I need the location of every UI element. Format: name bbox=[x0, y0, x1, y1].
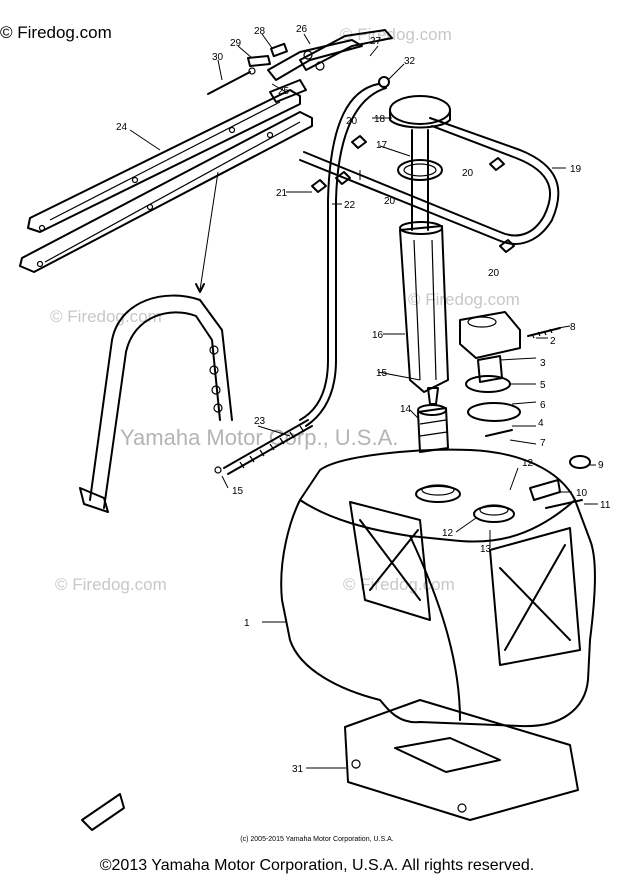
watermark-yamaha: Yamaha Motor Corp., U.S.A. bbox=[120, 425, 398, 450]
callout-16: 16 bbox=[372, 330, 384, 341]
callout-18: 18 bbox=[374, 114, 386, 125]
leader-lines bbox=[129, 33, 598, 769]
diagram-copyright: (c) 2005-2015 Yamaha Motor Corporation, … bbox=[240, 836, 394, 843]
callout-20b: 20 bbox=[462, 168, 474, 179]
seat-strap-frame bbox=[79, 171, 233, 513]
part-22-hose bbox=[299, 83, 387, 427]
rail-hardware bbox=[207, 29, 393, 103]
part-19-vent-tube bbox=[299, 117, 560, 245]
callout-15b: 15 bbox=[232, 486, 244, 497]
watermark: © Firedog.com bbox=[408, 290, 520, 309]
callout-20: 20 bbox=[346, 116, 358, 127]
callout-29: 29 bbox=[230, 38, 242, 49]
callout-1: 1 bbox=[244, 618, 250, 629]
callout-3: 3 bbox=[540, 358, 546, 369]
callout-20c: 20 bbox=[384, 196, 396, 207]
callout-12: 12 bbox=[522, 458, 534, 469]
callout-7: 7 bbox=[540, 438, 546, 449]
callout-9: 9 bbox=[598, 460, 604, 471]
part-20-clips bbox=[311, 135, 515, 253]
callout-20d: 20 bbox=[488, 268, 500, 279]
callout-21: 21 bbox=[276, 188, 288, 199]
callout-32: 32 bbox=[404, 56, 416, 67]
callout-26: 26 bbox=[296, 24, 308, 35]
callout-22: 22 bbox=[344, 200, 356, 211]
callout-12b: 12 bbox=[442, 528, 454, 539]
callout-13: 13 bbox=[480, 544, 492, 555]
callout-14: 14 bbox=[400, 404, 412, 415]
callout-28: 28 bbox=[254, 26, 266, 37]
callout-30: 30 bbox=[212, 52, 224, 63]
callout-15: 15 bbox=[376, 368, 388, 379]
callout-6: 6 bbox=[540, 400, 546, 411]
callout-2: 2 bbox=[550, 336, 556, 347]
watermark: © Firedog.com bbox=[343, 575, 455, 594]
part-16-sender bbox=[399, 221, 449, 393]
callout-11: 11 bbox=[600, 500, 611, 511]
callout-25: 25 bbox=[278, 86, 290, 97]
footer-copyright: ©2013 Yamaha Motor Corporation, U.S.A. A… bbox=[99, 857, 535, 874]
forward-arrow-icon bbox=[81, 793, 125, 831]
watermark: © Firedog.com bbox=[340, 25, 452, 44]
callout-24: 24 bbox=[116, 122, 128, 133]
callout-10: 10 bbox=[576, 488, 588, 499]
top-copyright: © Firedog.com bbox=[0, 23, 112, 42]
watermark: © Firedog.com bbox=[55, 575, 167, 594]
callout-4: 4 bbox=[538, 418, 544, 429]
part-24-rail bbox=[19, 89, 313, 273]
callout-19: 19 bbox=[570, 164, 582, 175]
parts-2-8-valve-stack bbox=[459, 311, 561, 437]
part-18-17-cap bbox=[378, 76, 451, 231]
part-31-base-plate bbox=[344, 699, 579, 821]
part-1-fuel-tank bbox=[280, 448, 596, 728]
callout-31: 31 bbox=[292, 764, 304, 775]
callout-23: 23 bbox=[254, 416, 266, 427]
watermark: © Firedog.com bbox=[50, 307, 162, 326]
callout-17: 17 bbox=[376, 140, 388, 151]
part-23-hose-spring bbox=[214, 419, 313, 475]
part-14-filter bbox=[417, 387, 449, 453]
callouts: 1 2 3 4 5 6 7 8 9 10 11 12 12 13 14 15 1… bbox=[116, 24, 611, 775]
callout-5: 5 bbox=[540, 380, 546, 391]
callout-27: 27 bbox=[370, 36, 382, 47]
callout-8: 8 bbox=[570, 322, 576, 333]
